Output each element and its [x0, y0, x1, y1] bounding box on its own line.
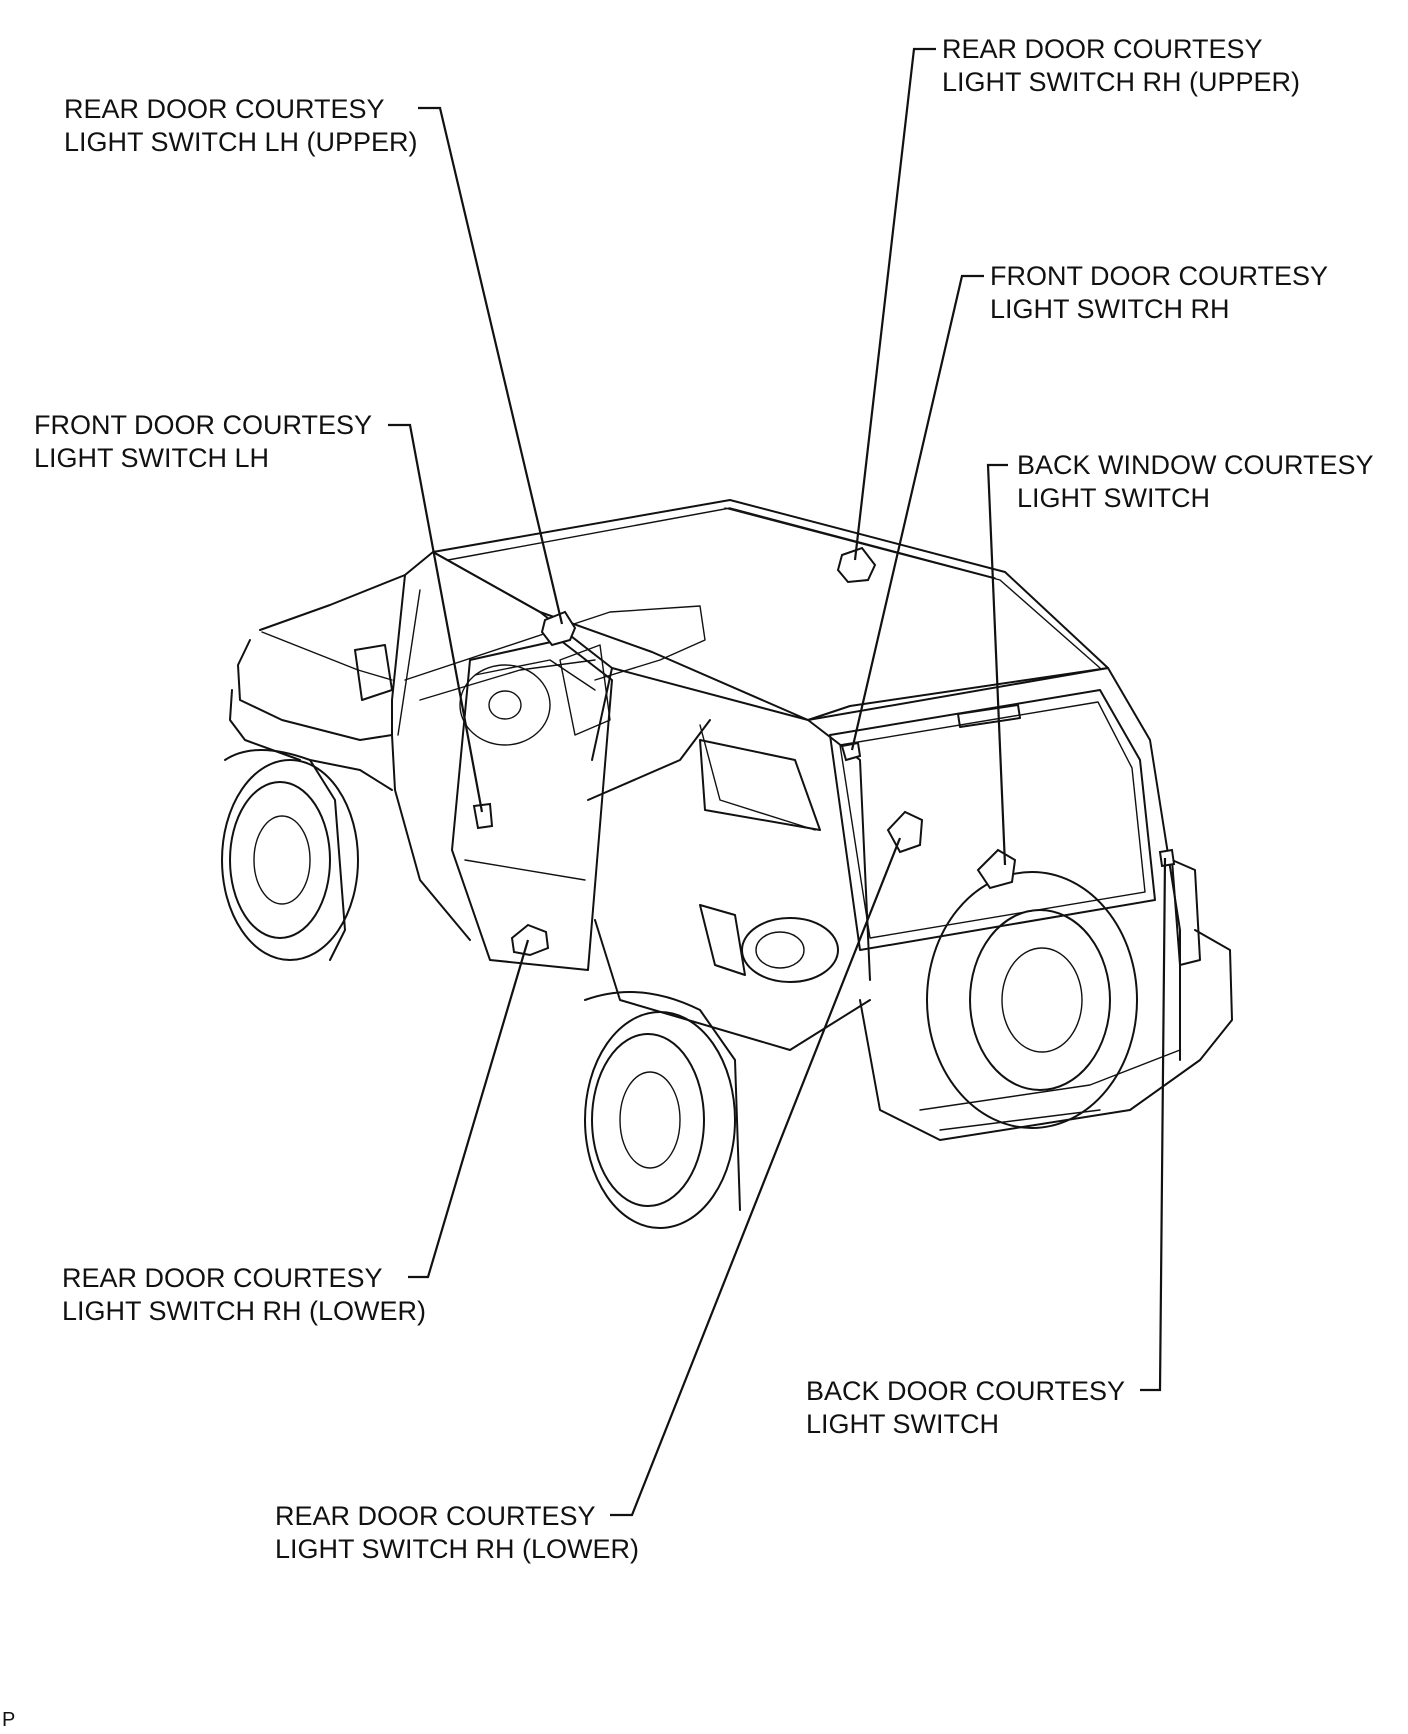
- label-front-door-rh: FRONT DOOR COURTESY LIGHT SWITCH RH: [990, 261, 1335, 324]
- switch-back-window-icon: [976, 848, 1017, 890]
- label-front-door-lh: FRONT DOOR COURTESY LIGHT SWITCH LH: [34, 410, 379, 473]
- leader-lines: [388, 47, 1167, 1517]
- label-back-door: BACK DOOR COURTESY LIGHT SWITCH: [806, 1376, 1132, 1439]
- label-back-window: BACK WINDOW COURTESY LIGHT SWITCH: [1017, 450, 1381, 513]
- switch-symbols: [472, 546, 1176, 957]
- switch-rear-door-lh-upper-icon: [540, 610, 577, 647]
- switch-back-door-icon: [1158, 848, 1176, 868]
- switch-front-door-lh-icon: [472, 802, 494, 830]
- switch-rear-door-rh-lower-b-icon: [886, 810, 924, 854]
- switch-front-door-rh-icon: [840, 741, 862, 762]
- label-rear-door-rh-lower-left: REAR DOOR COURTESY LIGHT SWITCH RH (LOWE…: [62, 1263, 426, 1326]
- callout-labels: REAR DOOR COURTESY LIGHT SWITCH LH (UPPE…: [2, 34, 1381, 1731]
- switch-rear-door-rh-upper-icon: [836, 546, 877, 584]
- corner-mark: P: [2, 1709, 15, 1731]
- switch-rear-door-rh-lower-a-icon: [510, 923, 550, 957]
- label-rear-door-rh-upper: REAR DOOR COURTESY LIGHT SWITCH RH (UPPE…: [942, 34, 1300, 97]
- label-rear-door-rh-lower-bottom: REAR DOOR COURTESY LIGHT SWITCH RH (LOWE…: [275, 1501, 639, 1564]
- label-rear-door-lh-upper: REAR DOOR COURTESY LIGHT SWITCH LH (UPPE…: [64, 94, 418, 157]
- vehicle-outline: [221, 499, 1233, 1229]
